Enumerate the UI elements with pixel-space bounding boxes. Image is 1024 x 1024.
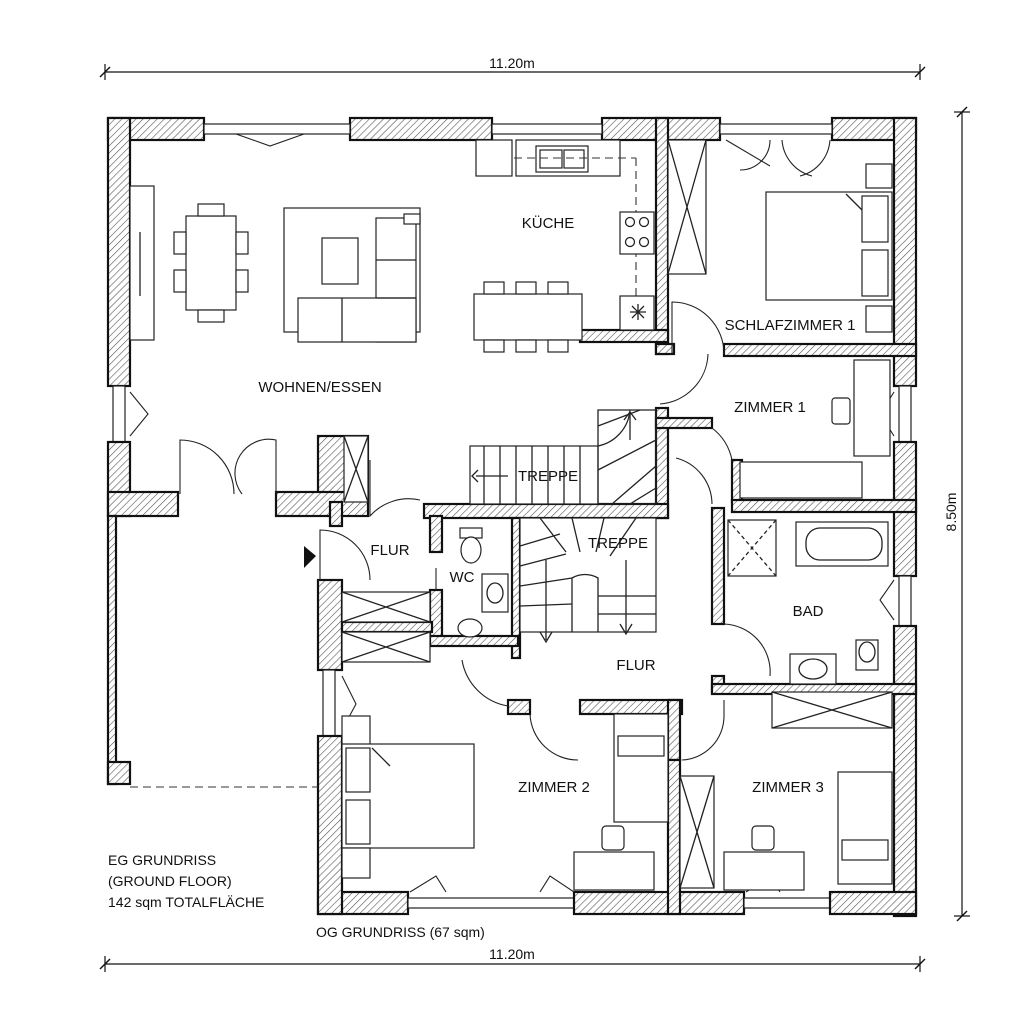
room-label-zimmer-2: ZIMMER 2: [518, 779, 590, 796]
note-og: OG GRUNDRISS (67 sqm): [316, 924, 485, 940]
wardrobes: [341, 139, 893, 889]
bathroom-fixtures: [727, 519, 889, 685]
room-label-schlafzimmer-1: SCHLAFZIMMER 1: [725, 317, 856, 334]
dimension-right-label: 8.50m: [943, 493, 959, 532]
room-label-wohnen-essen: WOHNEN/ESSEN: [258, 379, 381, 396]
plan-notes: EG GRUNDRISS (GROUND FLOOR) 142 sqm TOTA…: [108, 852, 485, 940]
exterior-walls: [106, 116, 918, 918]
dimension-right: 8.50m: [943, 106, 970, 922]
entrance-arrow-icon: [304, 546, 316, 568]
stairs-lower: [519, 517, 657, 644]
stairs-upper: [469, 409, 657, 505]
room-label-flur-central: FLUR: [616, 657, 655, 674]
dimension-bottom-label: 11.20m: [489, 946, 535, 962]
room-label-kueche: KÜCHE: [522, 214, 575, 232]
room-label-treppe-upper: TREPPE: [518, 468, 578, 485]
living-furniture: [129, 185, 421, 343]
room-label-wc: WC: [450, 569, 475, 586]
room-label-bad: BAD: [793, 603, 824, 620]
zimmer2-furniture: [341, 713, 669, 891]
zimmer1-furniture: [831, 359, 891, 457]
room-label-zimmer-3: ZIMMER 3: [752, 779, 824, 796]
wc-fixtures: [457, 527, 509, 638]
bedroom1-furniture: [765, 163, 893, 333]
note-eg-title: EG GRUNDRISS: [108, 852, 216, 868]
zimmer3-furniture: [723, 771, 893, 891]
dimension-top: 11.20m: [99, 55, 926, 80]
note-eg-area: 142 sqm TOTALFLÄCHE: [108, 894, 264, 910]
room-label-zimmer-1: ZIMMER 1: [734, 399, 806, 416]
room-label-treppe-lower: TREPPE: [588, 535, 648, 552]
kitchen-fixtures: [473, 139, 655, 353]
room-labels: WOHNEN/ESSEN KÜCHE SCHLAFZIMMER 1 ZIMMER…: [258, 214, 855, 796]
note-eg-subtitle: (GROUND FLOOR): [108, 873, 232, 889]
dimension-bottom: 11.20m: [99, 946, 926, 972]
dimension-top-label: 11.20m: [489, 55, 535, 71]
room-label-flur-entry: FLUR: [370, 542, 409, 559]
